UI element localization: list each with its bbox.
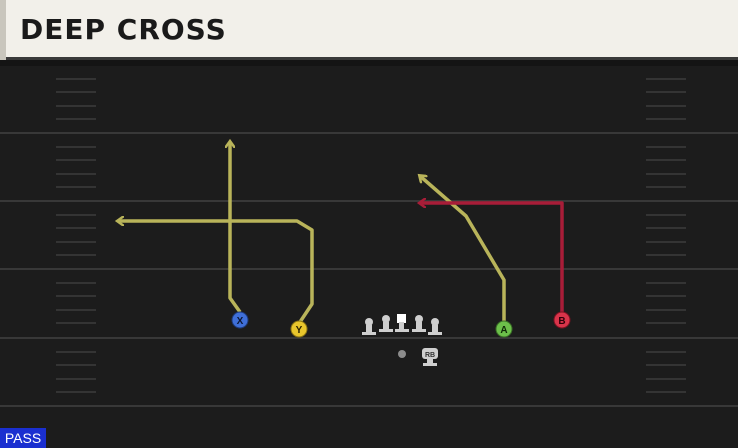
route-a [420,176,506,322]
receiver-x: X [231,311,249,329]
receiver-y: Y [290,320,308,338]
yard-lines [0,132,738,407]
route-x [230,142,242,314]
lineman-lt [362,318,376,335]
lineman-rg [412,315,426,332]
route-b [420,203,564,312]
receiver-a-label: A [500,325,507,336]
play-title: DEEP CROSS [20,13,227,46]
play-title-bar: DEEP CROSS [0,0,738,60]
hash-marks [56,78,686,393]
receiver-b-label: B [558,316,565,327]
center [395,314,409,332]
qb-marker [398,350,406,358]
lineman-rt [428,318,442,335]
play-field: RB X Y A B [0,60,738,448]
play-type-badge: PASS [0,428,46,448]
route-y [118,221,314,323]
receiver-b: B [553,311,571,329]
receiver-x-label: X [237,316,244,327]
rb-label: RB [425,352,435,359]
receiver-a: A [495,320,513,338]
offensive-line [362,314,442,335]
rb-marker: RB [422,348,438,366]
receiver-y-label: Y [296,325,303,336]
lineman-lg [379,315,393,332]
title-bar-accent [0,0,6,60]
